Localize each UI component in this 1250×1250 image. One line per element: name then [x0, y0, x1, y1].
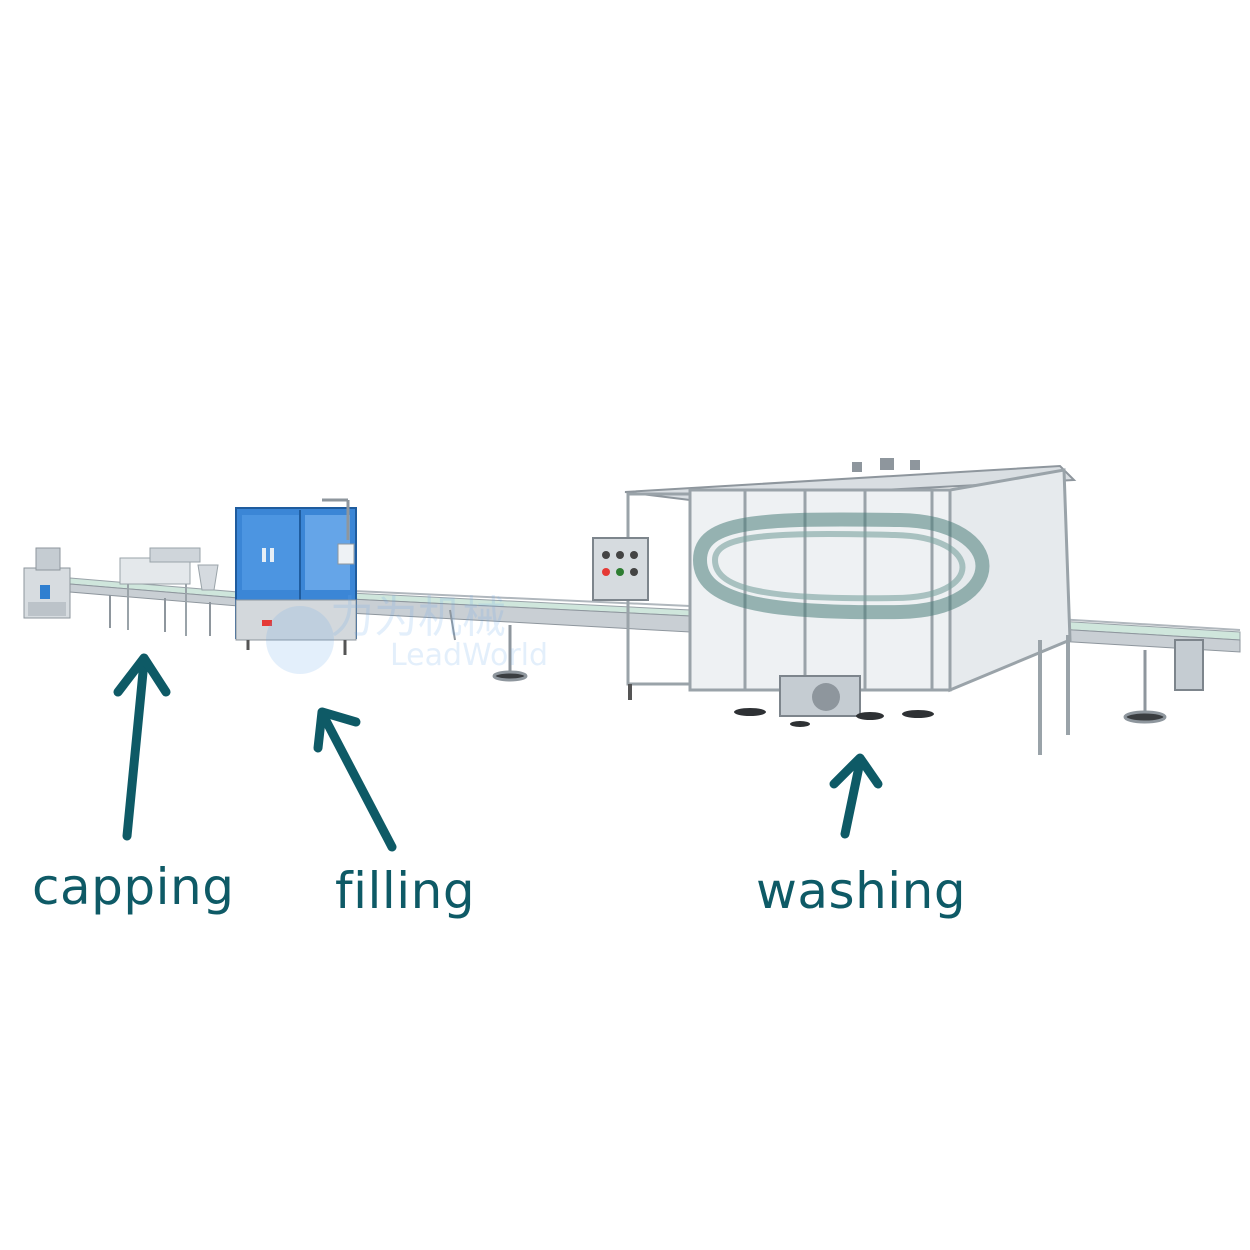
- arrow-filling-icon: [313, 707, 397, 852]
- arrow-washing-icon: [829, 753, 883, 839]
- conveyor: [69, 577, 1241, 653]
- capping-label: capping: [32, 858, 235, 916]
- conveyor-stands: [109, 595, 1167, 724]
- washing-machine: [592, 458, 1204, 755]
- filling-label: filling: [335, 862, 476, 920]
- capping-machine: [23, 547, 219, 636]
- watermark: 力为机械 LeadWorld: [266, 592, 548, 674]
- filling-machine: [235, 498, 357, 655]
- svg-text:LeadWorld: LeadWorld: [390, 638, 548, 673]
- svg-text:力为机械: 力为机械: [330, 592, 506, 643]
- arrow-capping-icon: [113, 653, 171, 841]
- washing-label: washing: [756, 862, 967, 920]
